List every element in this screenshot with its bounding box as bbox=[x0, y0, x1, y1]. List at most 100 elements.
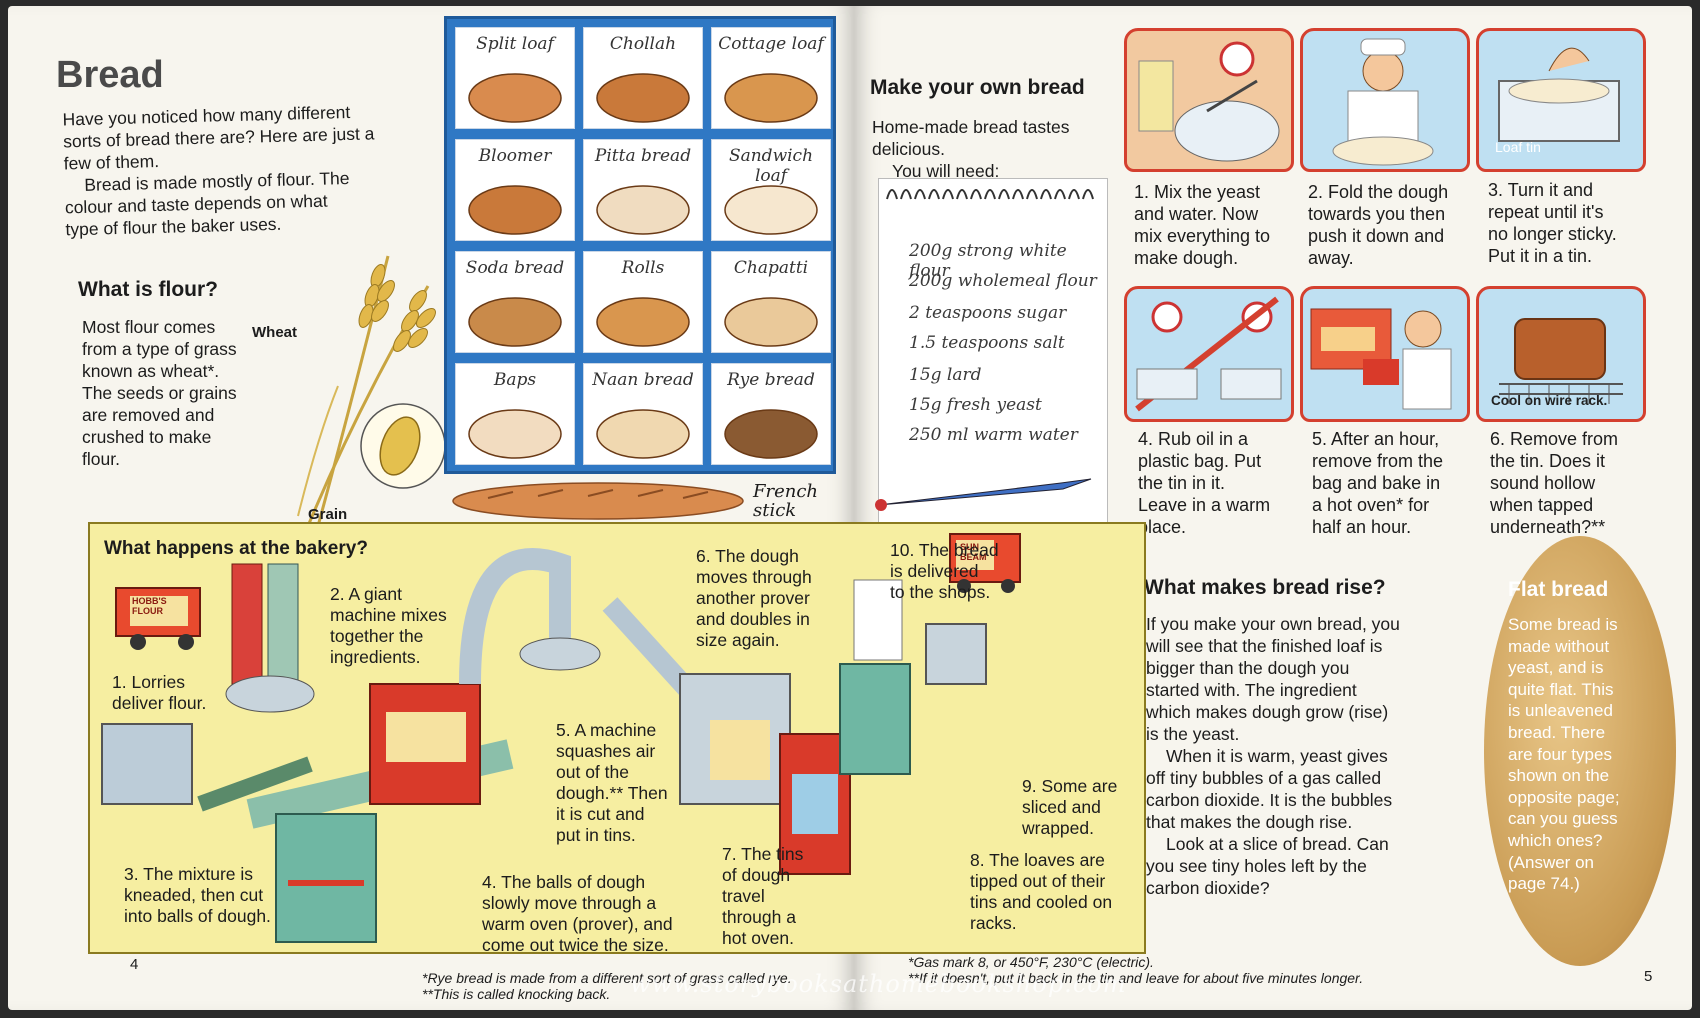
ingredient: 2 teaspoons sugar bbox=[909, 303, 1067, 323]
text-line: together the bbox=[330, 626, 424, 646]
text-line: into balls of dough. bbox=[124, 906, 271, 926]
text-line: yeast, and is bbox=[1508, 658, 1604, 678]
bread-illustration bbox=[596, 185, 690, 235]
text-line: bag and bake in bbox=[1312, 473, 1441, 493]
cool-rack-label: Cool on wire rack. bbox=[1491, 393, 1608, 408]
text-line: you see tiny holes left by the bbox=[1146, 856, 1367, 876]
french-stick-label: French stick bbox=[753, 482, 818, 520]
pencil-icon bbox=[875, 478, 1092, 511]
text-line: 4. Rub oil in a bbox=[1138, 429, 1249, 449]
bread-cell: Soda bread bbox=[455, 251, 575, 353]
bread-cell: Baps bbox=[455, 363, 575, 465]
text-line: carbon dioxide? bbox=[1146, 878, 1270, 898]
bread-cell: Cottage loaf bbox=[711, 27, 831, 129]
page-number-right: 5 bbox=[1644, 968, 1653, 985]
text-line: FLOUR bbox=[132, 606, 163, 616]
text-line: delicious. bbox=[872, 139, 945, 159]
text-line: SUN bbox=[960, 542, 980, 552]
bread-cell: Chollah bbox=[583, 27, 703, 129]
text-line: French bbox=[753, 481, 819, 502]
loaf-tin-label: Loaf tin bbox=[1495, 139, 1541, 155]
text-line: The seeds or grains bbox=[82, 383, 237, 403]
text-line: squashes air bbox=[556, 741, 656, 761]
text-line: machine mixes bbox=[330, 605, 447, 625]
text-line: Some bread is bbox=[1508, 615, 1618, 634]
text-line: off tiny bubbles of a gas called bbox=[1146, 768, 1382, 788]
text-line: is unleavened bbox=[1508, 701, 1613, 721]
text-line: through a bbox=[722, 907, 796, 927]
text-line: towards you then bbox=[1308, 204, 1446, 224]
bread-name: Naan bread bbox=[592, 370, 694, 390]
text-line: is the yeast. bbox=[1146, 724, 1240, 744]
bread-name: Pitta bread bbox=[594, 146, 692, 166]
text-line: from a type of grass bbox=[82, 339, 237, 359]
text-line: which makes dough grow (rise) bbox=[1146, 702, 1389, 722]
text-line: it is cut and bbox=[556, 804, 645, 824]
bread-name: Sandwich loaf bbox=[728, 146, 814, 186]
flour-text: Most flour comes from a type of grass kn… bbox=[82, 316, 262, 470]
text-line: started with. The ingredient bbox=[1146, 680, 1357, 700]
bread-name: Chollah bbox=[609, 34, 677, 54]
bread-illustration bbox=[724, 73, 818, 123]
text-line: slowly move through a bbox=[482, 893, 657, 913]
text-line: BEAM bbox=[960, 552, 987, 562]
text-line: When it is warm, yeast gives bbox=[1166, 746, 1388, 766]
step-6-panel: Cool on wire rack. bbox=[1476, 286, 1646, 422]
page-number: 4 bbox=[130, 956, 139, 973]
recipe-intro: Home-made bread tastes delicious. You wi… bbox=[872, 116, 1132, 182]
text-line: If you make your own bread, you bbox=[1146, 614, 1400, 634]
text-line: and doubles in bbox=[696, 609, 810, 629]
flour-heading: What is flour? bbox=[78, 278, 218, 301]
footnotes-right: *Gas mark 8, or 450°F, 230°C (electric).… bbox=[908, 954, 1363, 986]
text-line: wrapped. bbox=[1022, 818, 1094, 838]
text-line: Most flour comes bbox=[82, 317, 216, 337]
text-line: 6. Remove from bbox=[1490, 429, 1619, 449]
wheat-illustration bbox=[297, 255, 446, 527]
text-line: mix everything to bbox=[1134, 226, 1271, 246]
bread-name: Split loaf bbox=[476, 34, 554, 54]
text-line: plastic bag. Put bbox=[1138, 451, 1262, 471]
text-line: Look at a slice of bread. Can bbox=[1166, 834, 1389, 854]
text-line: come out twice the size. bbox=[482, 935, 669, 955]
text-line: 6. The dough bbox=[696, 546, 799, 566]
bread-illustration bbox=[724, 185, 818, 235]
ingredient: 15g fresh yeast bbox=[909, 395, 1042, 415]
text-line: quite flat. This bbox=[1508, 679, 1614, 699]
text-line: hot oven. bbox=[722, 928, 794, 948]
text-line: shown on the bbox=[1508, 766, 1610, 786]
text-line: crushed to make bbox=[82, 427, 212, 447]
text-line: Home-made bread tastes bbox=[872, 117, 1070, 137]
flat-bread-text: Some bread is made without yeast, and is… bbox=[1508, 614, 1620, 895]
text-line: tins and cooled on bbox=[970, 892, 1113, 912]
text-line: 3. Turn it and bbox=[1488, 180, 1594, 200]
text-line: half an hour. bbox=[1312, 517, 1412, 537]
text-line: (Answer on bbox=[1508, 852, 1594, 872]
recipe-notepad: 200g strong white flour 200g wholemeal f… bbox=[875, 178, 1108, 526]
bread-name: Baps bbox=[493, 370, 537, 390]
intro-text: Have you noticed how many different sort… bbox=[62, 100, 405, 241]
text-line: which ones? bbox=[1508, 830, 1603, 850]
text-line: page 74.) bbox=[1508, 874, 1580, 894]
page-title: Bread bbox=[56, 54, 164, 96]
text-line: remove from the bbox=[1312, 451, 1444, 471]
ingredient: 1.5 teaspoons salt bbox=[909, 333, 1065, 353]
bread-cell: Naan bread bbox=[583, 363, 703, 465]
footnotes: *Rye bread is made from a different sort… bbox=[422, 970, 792, 1002]
text-line: size again. bbox=[696, 630, 780, 650]
text-line: place. bbox=[1138, 517, 1187, 537]
text-line: 2. Fold the dough bbox=[1308, 182, 1449, 202]
text-line: flour. bbox=[82, 449, 120, 469]
flat-bread-illustration bbox=[1484, 536, 1676, 966]
text-line: known as wheat*. bbox=[82, 361, 220, 381]
bread-illustration bbox=[468, 297, 562, 347]
text-line: bread. There bbox=[1508, 722, 1606, 742]
ingredient: 200g strong white flour bbox=[909, 241, 1067, 281]
text-line: 1. Lorries bbox=[112, 672, 185, 692]
